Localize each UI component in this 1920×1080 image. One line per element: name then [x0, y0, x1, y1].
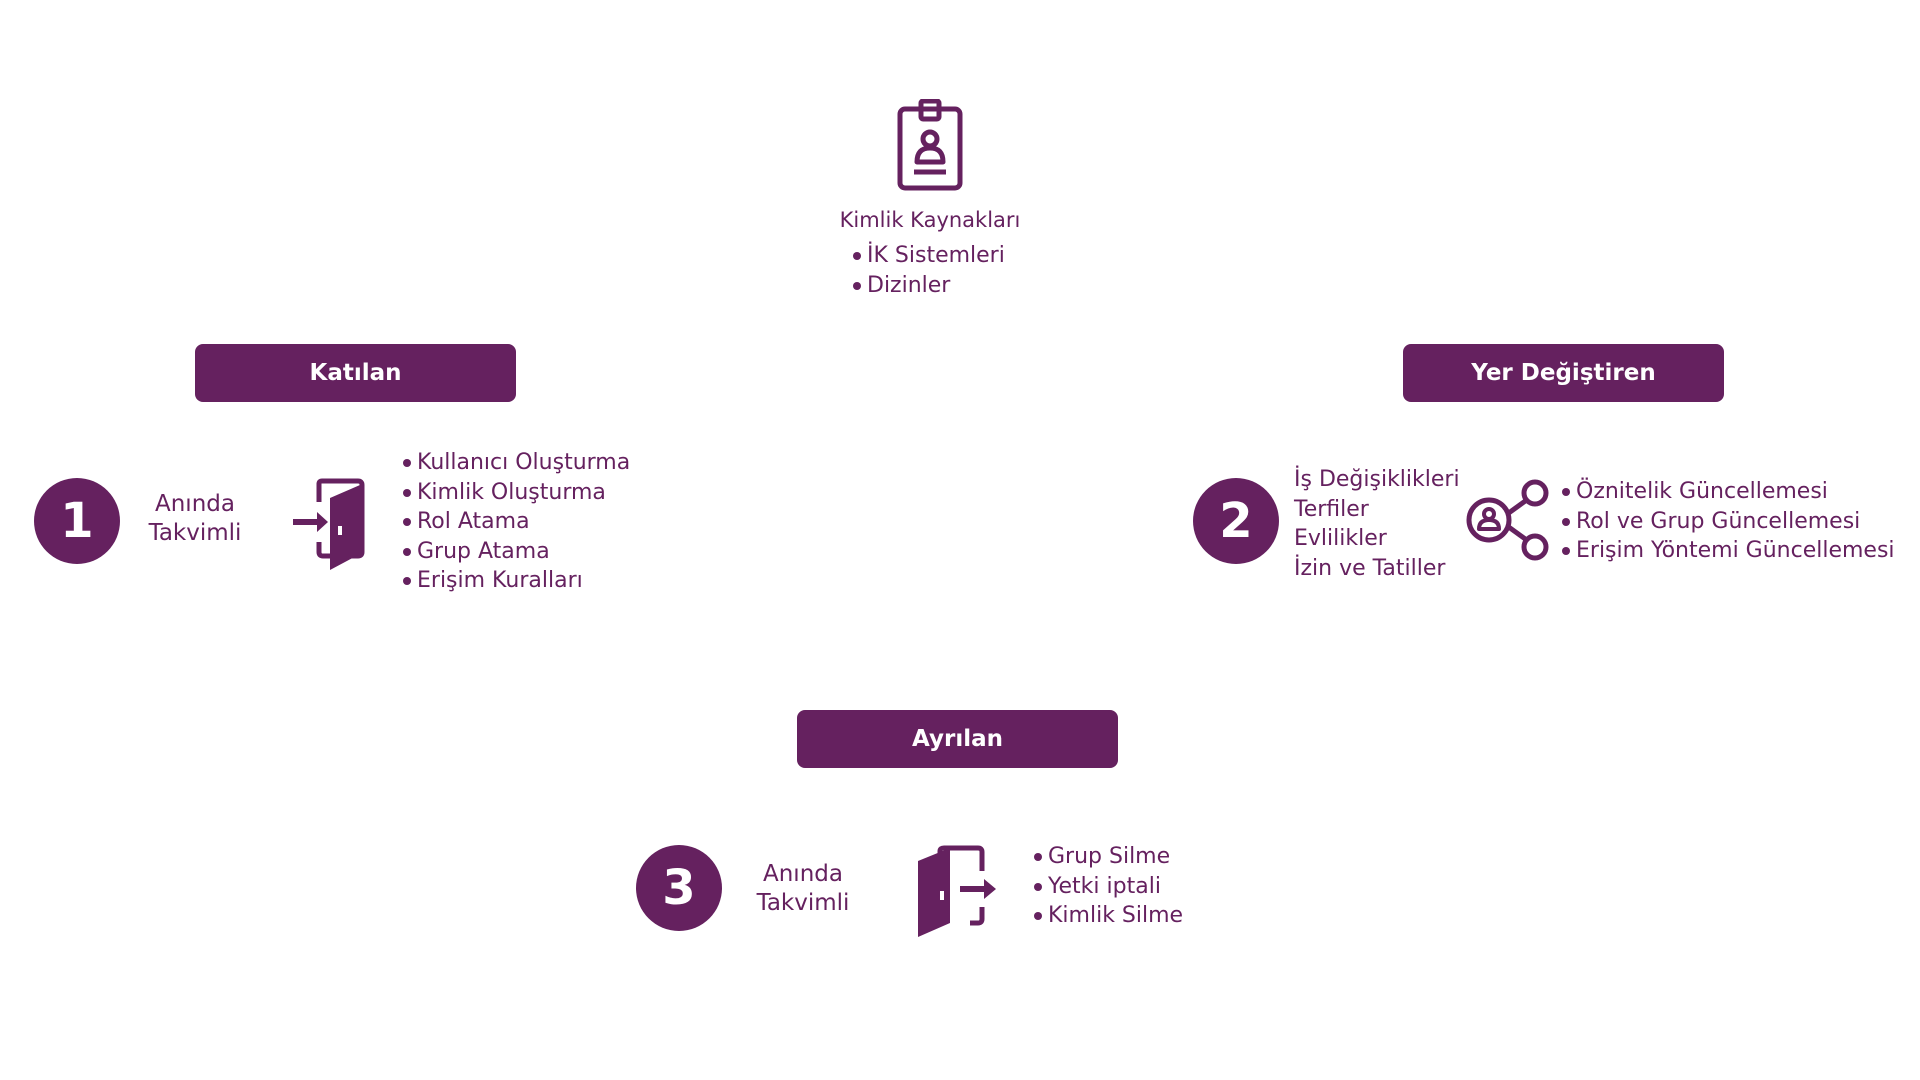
list-item: Rol Atama — [402, 507, 630, 537]
leaver-mode: Anında Takvimli — [728, 860, 878, 918]
leaver-list: Grup Silme Yetki iptali Kimlik Silme — [1033, 842, 1183, 931]
mode-scheduled: Takvimli — [756, 890, 850, 916]
list-item: Kimlik Oluşturma — [402, 478, 630, 508]
mode-instant: Anında — [155, 491, 235, 517]
list-item: Kullanıcı Oluşturma — [402, 448, 630, 478]
joiner-list: Kullanıcı Oluşturma Kimlik Oluşturma Rol… — [402, 448, 630, 596]
list-item: Dizinler — [852, 271, 1005, 301]
list-item: Grup Silme — [1033, 842, 1183, 872]
list-item: Rol ve Grup Güncellemesi — [1561, 507, 1895, 537]
list-item: Kimlik Silme — [1033, 901, 1183, 931]
list-item: Yetki iptali — [1033, 872, 1183, 902]
mover-events: İş Değişiklikleri Terfiler Evlilikler İz… — [1294, 465, 1460, 583]
mover-list: Öznitelik Güncellemesi Rol ve Grup Günce… — [1561, 477, 1895, 566]
step-number-1: 1 — [34, 478, 120, 564]
joiner-header: Katılan — [195, 344, 516, 402]
event-item: İş Değişiklikleri — [1294, 467, 1460, 492]
door-exit-icon — [916, 845, 998, 940]
door-enter-icon — [292, 478, 372, 573]
list-item: İK Sistemleri — [852, 241, 1005, 271]
mode-scheduled: Takvimli — [148, 520, 242, 546]
list-item: Grup Atama — [402, 537, 630, 567]
step-number-3: 3 — [636, 845, 722, 931]
leaver-header: Ayrılan — [797, 710, 1118, 768]
sources-title: Kimlik Kaynakları — [839, 208, 1021, 232]
list-item: Erişim Kuralları — [402, 566, 630, 596]
sources-list: İK Sistemleri Dizinler — [852, 241, 1005, 300]
list-item: Erişim Yöntemi Güncellemesi — [1561, 536, 1895, 566]
mover-header: Yer Değiştiren — [1403, 344, 1724, 402]
mode-instant: Anında — [763, 861, 843, 887]
list-item: Öznitelik Güncellemesi — [1561, 477, 1895, 507]
joiner-mode: Anında Takvimli — [120, 490, 270, 548]
event-item: Terfiler — [1294, 496, 1369, 522]
event-item: İzin ve Tatiller — [1294, 555, 1446, 581]
share-nodes-icon — [1465, 478, 1551, 562]
event-item: Evlilikler — [1294, 526, 1387, 551]
id-badge-icon — [897, 98, 963, 191]
step-number-2: 2 — [1193, 478, 1279, 564]
